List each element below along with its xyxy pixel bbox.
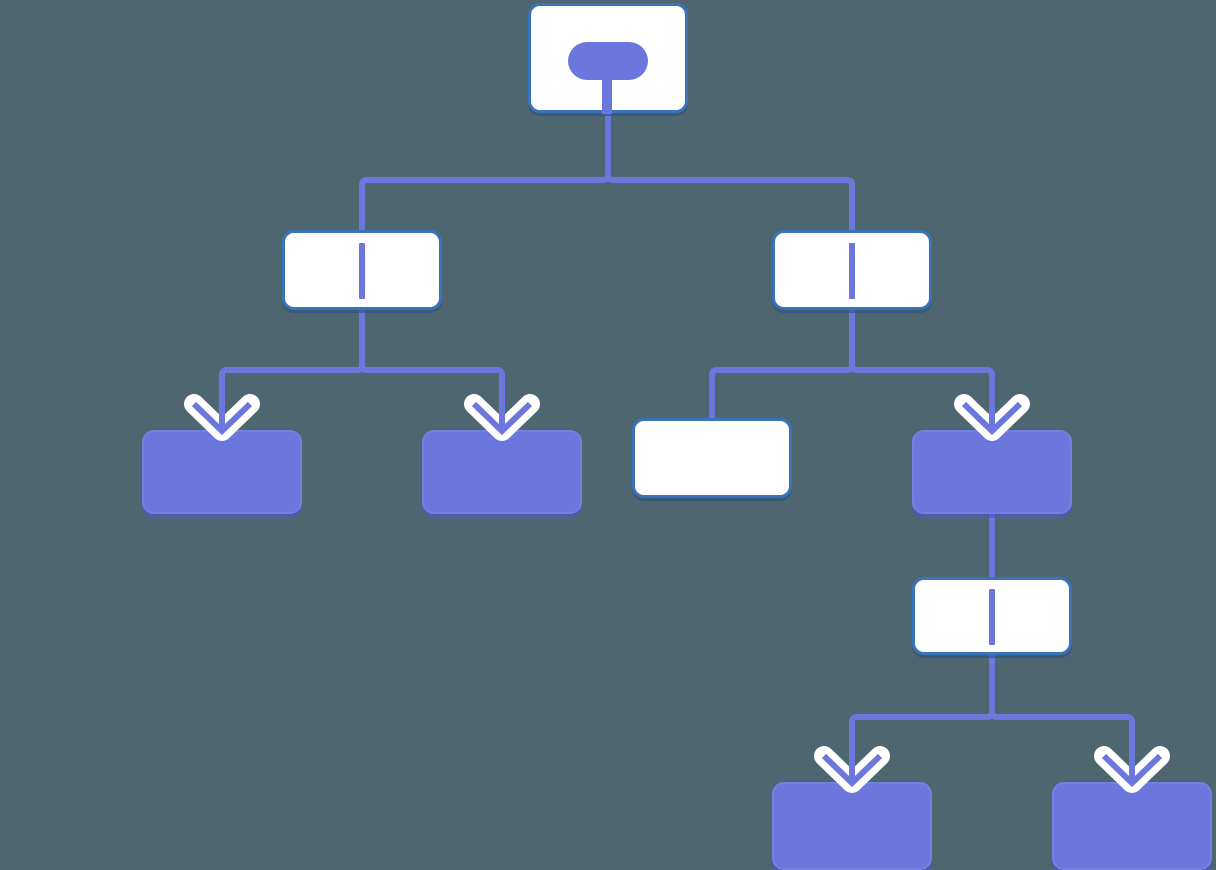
node-t2-right-through-line	[849, 243, 855, 299]
node-t5-b[interactable]	[1052, 782, 1212, 870]
node-root-stem	[602, 58, 612, 114]
node-t3-a[interactable]	[142, 430, 302, 514]
node-t3-d[interactable]	[912, 430, 1072, 514]
node-t5-a[interactable]	[772, 782, 932, 870]
node-t2-left-through-line	[359, 243, 365, 299]
node-t3-b[interactable]	[422, 430, 582, 514]
node-t4-a-through-line	[989, 589, 995, 645]
node-t3-c[interactable]	[632, 418, 792, 498]
